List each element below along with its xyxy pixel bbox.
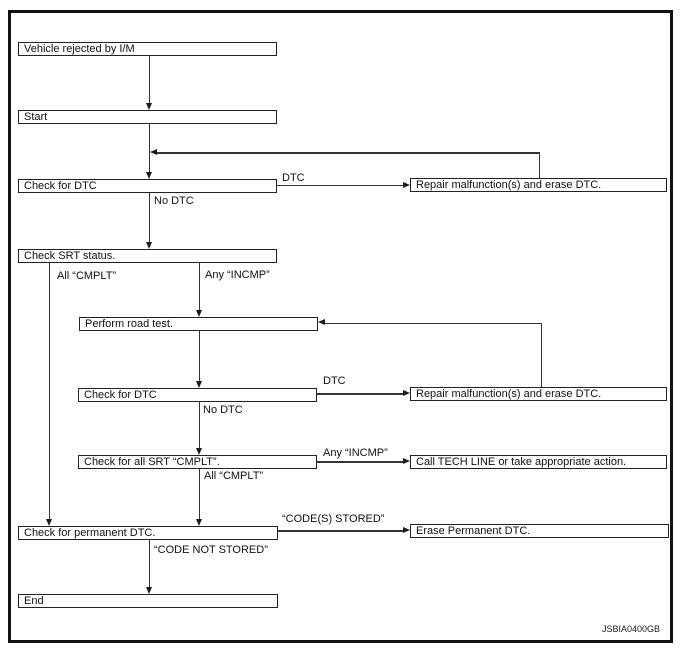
connector-repair2-loop-vertical: [540, 323, 542, 387]
node-check-permanent-dtc: Check for permanent DTC.: [18, 526, 278, 540]
arrowhead-into-techline: [403, 458, 410, 464]
arrowhead-into-checksrt: [145, 242, 152, 249]
edge-label-any-incmp-2: Any “INCMP”: [323, 447, 388, 459]
connector-permanent-to-erase: [278, 530, 403, 532]
node-vehicle-rejected: Vehicle rejected by I/M: [18, 42, 277, 56]
arrowhead-into-end: [145, 587, 152, 594]
node-repair-malfunction-2: Repair malfunction(s) and erase DTC.: [410, 387, 667, 401]
node-check-all-srt-cmplt: Check for all SRT “CMPLT”.: [78, 455, 317, 469]
arrowhead-into-repair1: [403, 181, 410, 188]
edge-label-all-cmplt-1: All “CMPLT”: [57, 270, 117, 282]
connector-checkdtc2-to-checkallsrt: [198, 402, 200, 448]
arrowhead-into-repair2: [403, 390, 410, 396]
node-perform-road-test: Perform road test.: [79, 317, 318, 331]
node-repair-malfunction-1: Repair malfunction(s) and erase DTC.: [410, 178, 667, 192]
connector-repair1-loop-horizontal: [156, 152, 540, 154]
node-call-tech-line: Call TECH LINE or take appropriate actio…: [410, 455, 667, 469]
arrowhead-into-roadtest: [195, 310, 202, 317]
node-check-srt-status: Check SRT status.: [18, 249, 277, 263]
arrowhead-loop1-merge: [150, 148, 157, 155]
connector-roadtest-to-checkdtc2: [198, 331, 200, 381]
edge-label-dtc-1: DTC: [282, 172, 305, 184]
connector-repair2-loop-horizontal: [324, 322, 542, 324]
node-check-for-dtc-1: Check for DTC: [18, 179, 277, 193]
connector-checkdtc1-to-repair1: [277, 184, 403, 186]
connector-vehicle-to-start: [148, 56, 150, 104]
connector-permanent-to-end: [148, 540, 150, 587]
arrowhead-into-start: [145, 103, 152, 110]
node-erase-permanent-dtc: Erase Permanent DTC.: [410, 524, 669, 538]
edge-label-no-dtc-2: No DTC: [203, 404, 243, 416]
arrowhead-into-permanent-left: [45, 519, 52, 526]
edge-label-no-dtc-1: No DTC: [154, 195, 194, 207]
connector-start-to-checkdtc1: [148, 124, 150, 172]
arrowhead-into-checkdtc2: [195, 381, 202, 388]
arrowhead-into-checkallsrt: [195, 448, 202, 455]
edge-label-dtc-2: DTC: [323, 375, 346, 387]
node-start: Start: [18, 110, 277, 124]
arrowhead-into-permanent-mid: [195, 519, 202, 526]
arrowhead-into-checkdtc1: [145, 172, 152, 179]
connector-checkallsrt-to-techline: [317, 461, 403, 463]
connector-checkallsrt-to-permanent: [198, 469, 200, 519]
connector-repair1-loop-vertical: [538, 152, 540, 178]
connector-checkdtc2-to-repair2: [317, 393, 403, 395]
node-end: End: [18, 594, 278, 608]
node-check-for-dtc-2: Check for DTC: [78, 388, 317, 402]
connector-checksrt-to-roadtest: [198, 263, 200, 310]
edge-label-code-not-stored: “CODE NOT STORED”: [154, 544, 268, 556]
arrowhead-loop2-into-roadtest: [318, 319, 325, 325]
connector-checksrt-to-permanent: [48, 263, 50, 519]
edge-label-all-cmplt-2: All “CMPLT”: [204, 470, 264, 482]
arrowhead-into-erase: [403, 526, 410, 533]
figure-id: JSBIA0400GB: [601, 624, 660, 634]
edge-label-codes-stored: “CODE(S) STORED”: [282, 513, 385, 525]
edge-label-any-incmp-1: Any “INCMP”: [205, 269, 270, 281]
connector-checkdtc1-to-checksrt: [148, 193, 150, 242]
